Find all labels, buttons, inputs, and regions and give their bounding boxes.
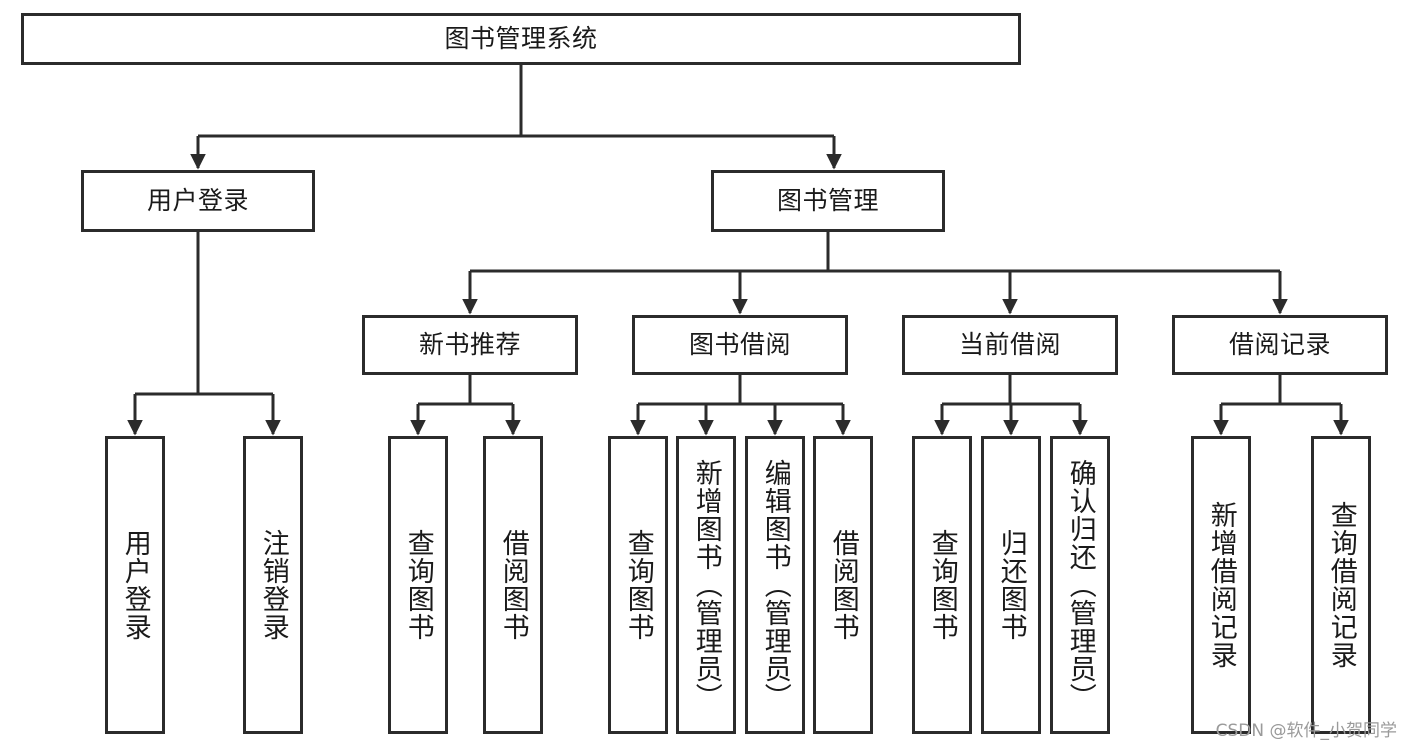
- node-leaf-logout[interactable]: 注销登录: [243, 436, 303, 734]
- node-book-management-label: 图书管理: [776, 185, 879, 215]
- node-leaf-query-book-2[interactable]: 查询图书: [608, 436, 668, 734]
- node-leaf-borrow-book-2[interactable]: 借阅图书: [813, 436, 873, 734]
- node-borrow-record-label: 借阅记录: [1228, 329, 1331, 359]
- node-leaf-user-login-label: 用户登录: [119, 529, 151, 641]
- node-user-login-label: 用户登录: [146, 185, 249, 215]
- node-root[interactable]: 图书管理系统: [21, 13, 1021, 65]
- node-leaf-query-record-label: 查询借阅记录: [1325, 501, 1357, 669]
- node-root-label: 图书管理系统: [444, 23, 598, 53]
- node-leaf-confirm-return[interactable]: 确认归还（管理员）: [1050, 436, 1110, 734]
- node-leaf-query-book-1[interactable]: 查询图书: [388, 436, 448, 734]
- node-leaf-confirm-return-label: 确认归还（管理员）: [1064, 459, 1096, 711]
- node-current-borrow[interactable]: 当前借阅: [902, 315, 1118, 375]
- node-leaf-edit-book[interactable]: 编辑图书（管理员）: [745, 436, 805, 734]
- node-leaf-edit-book-label: 编辑图书（管理员）: [759, 459, 791, 711]
- node-leaf-query-book-2-label: 查询图书: [622, 529, 654, 641]
- node-new-book-recommend-label: 新书推荐: [418, 329, 521, 359]
- node-leaf-return-book[interactable]: 归还图书: [981, 436, 1041, 734]
- node-leaf-logout-label: 注销登录: [257, 529, 289, 641]
- node-leaf-add-record[interactable]: 新增借阅记录: [1191, 436, 1251, 734]
- node-leaf-add-record-label: 新增借阅记录: [1205, 501, 1237, 669]
- node-leaf-query-book-3[interactable]: 查询图书: [912, 436, 972, 734]
- csdn-watermark: CSDN @软件_小贺同学: [1215, 721, 1397, 741]
- node-leaf-query-book-1-label: 查询图书: [402, 529, 434, 641]
- node-book-borrow[interactable]: 图书借阅: [632, 315, 848, 375]
- node-leaf-return-book-label: 归还图书: [995, 529, 1027, 641]
- node-leaf-query-book-3-label: 查询图书: [926, 529, 958, 641]
- node-leaf-add-book-label: 新增图书（管理员）: [690, 459, 722, 711]
- node-leaf-borrow-book-1[interactable]: 借阅图书: [483, 436, 543, 734]
- node-leaf-borrow-book-2-label: 借阅图书: [827, 529, 859, 641]
- node-user-login[interactable]: 用户登录: [81, 170, 315, 232]
- node-leaf-borrow-book-1-label: 借阅图书: [497, 529, 529, 641]
- node-leaf-user-login[interactable]: 用户登录: [105, 436, 165, 734]
- node-leaf-add-book[interactable]: 新增图书（管理员）: [676, 436, 736, 734]
- node-book-management[interactable]: 图书管理: [711, 170, 945, 232]
- node-leaf-query-record[interactable]: 查询借阅记录: [1311, 436, 1371, 734]
- node-book-borrow-label: 图书借阅: [688, 329, 791, 359]
- node-borrow-record[interactable]: 借阅记录: [1172, 315, 1388, 375]
- node-current-borrow-label: 当前借阅: [958, 329, 1061, 359]
- node-new-book-recommend[interactable]: 新书推荐: [362, 315, 578, 375]
